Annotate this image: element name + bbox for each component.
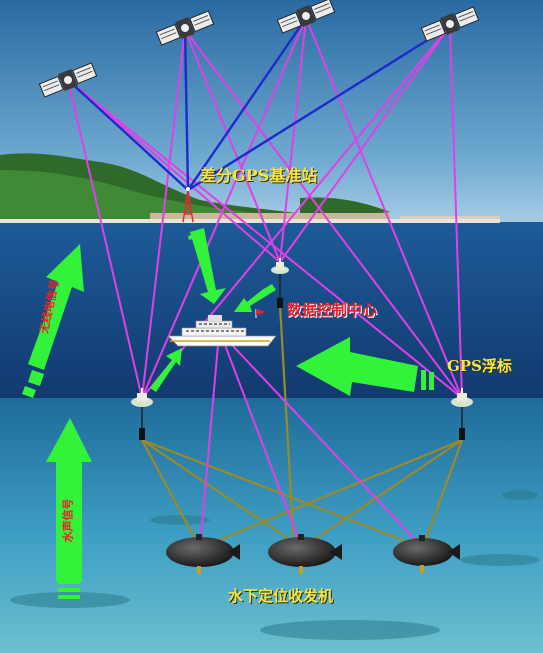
gps-buoy-label: GPS浮标 — [447, 357, 512, 375]
satellite-icon — [420, 6, 480, 42]
satellite-icon — [276, 0, 336, 34]
base-station-label: 差分GPS基准站 — [200, 166, 318, 185]
island — [0, 153, 500, 223]
signal-arrow-stripes — [22, 232, 434, 599]
acoustic-signal-label: 水声信号 — [61, 498, 75, 543]
antenna-tower-icon — [182, 187, 194, 223]
satellite-icon — [38, 62, 98, 98]
flag-icon — [255, 309, 266, 318]
gps-buoy-icon — [271, 258, 289, 308]
gps-buoy-icon — [451, 388, 473, 440]
ship-transceiver-links — [199, 344, 424, 549]
transceiver-icon — [268, 534, 342, 574]
base-station-links — [67, 17, 451, 192]
transceiver-icon — [393, 535, 460, 573]
transceiver-label: 水下定位收发机 — [228, 587, 334, 605]
transceiver-icon — [166, 534, 240, 574]
satellite-icon — [155, 10, 215, 46]
underwater — [0, 398, 543, 653]
data-center-label: 数据控制中心 — [287, 301, 378, 319]
gps-signal-links — [67, 17, 463, 399]
survey-ship-icon — [167, 315, 277, 347]
sea-surface — [0, 222, 543, 400]
signal-arrow-icon — [28, 228, 418, 582]
seabed — [10, 490, 540, 640]
gps-buoy-icon — [131, 388, 153, 440]
